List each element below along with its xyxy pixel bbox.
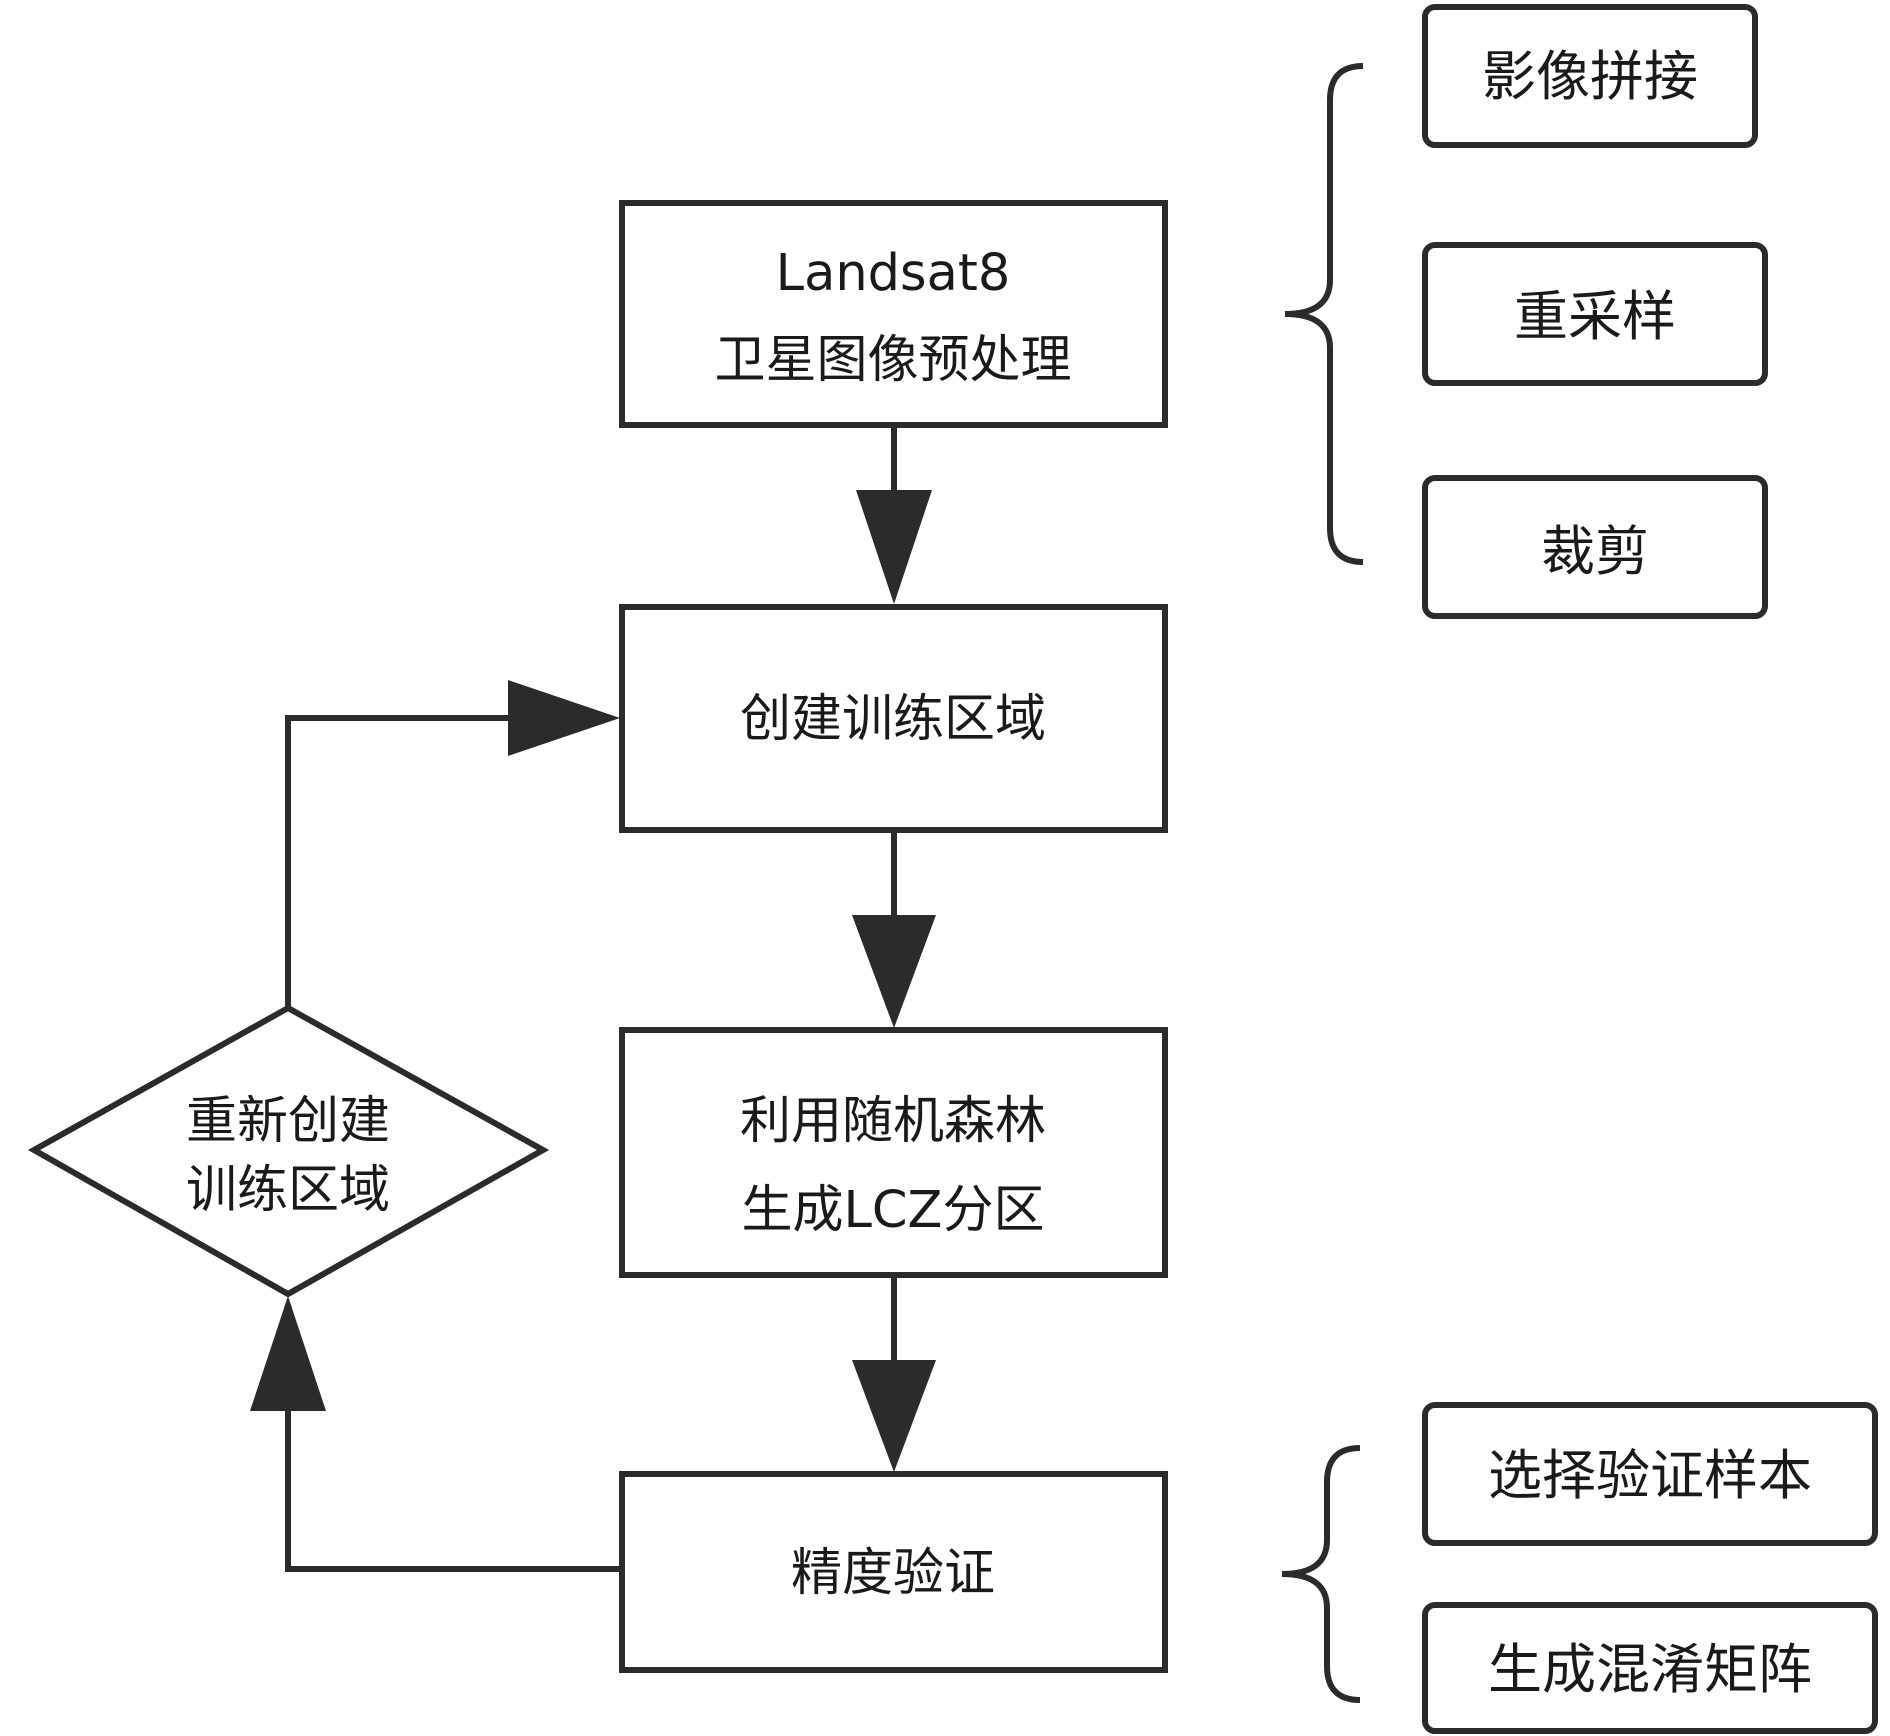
preprocess-step-resample-label: 重采样 [1514,285,1676,348]
preprocess-step-mosaic-label: 影像拼接 [1482,45,1698,108]
random-forest-box: 利用随机森林 生成LCZ分区 [619,1027,1168,1278]
arrow-accuracy-to-decision [250,1296,622,1572]
decision-line1: 重新创建 [186,1092,390,1151]
preprocess-brace [1284,63,1364,565]
preprocess-step-crop: 裁剪 [1422,475,1768,619]
arrow-forest-to-accuracy [852,1275,936,1472]
preprocess-box: Landsat8 卫星图像预处理 [619,200,1168,428]
create-training-box: 创建训练区域 [619,604,1168,833]
preprocess-step-mosaic: 影像拼接 [1422,4,1758,148]
preprocess-line1: Landsat8 [776,244,1011,303]
validation-brace [1281,1445,1361,1703]
accuracy-box: 精度验证 [619,1471,1168,1673]
arrow-decision-to-training [285,680,620,1008]
decision-line2: 训练区域 [186,1161,390,1220]
random-forest-line1: 利用随机森林 [740,1092,1046,1151]
decision-diamond: 重新创建 训练区域 [27,1004,550,1298]
preprocess-step-crop-label: 裁剪 [1541,520,1649,583]
preprocess-step-resample: 重采样 [1422,242,1768,386]
arrow-preprocess-to-training [856,425,932,604]
random-forest-line2: 生成LCZ分区 [742,1181,1045,1240]
validation-step-select-samples-label: 选择验证样本 [1488,1444,1812,1507]
accuracy-label: 精度验证 [791,1544,995,1603]
validation-step-confusion-matrix-label: 生成混淆矩阵 [1488,1638,1812,1701]
preprocess-line2: 卫星图像预处理 [714,331,1071,390]
validation-step-confusion-matrix: 生成混淆矩阵 [1422,1602,1878,1734]
validation-step-select-samples: 选择验证样本 [1422,1402,1878,1546]
create-training-label: 创建训练区域 [740,690,1046,749]
arrow-training-to-forest [852,830,936,1028]
